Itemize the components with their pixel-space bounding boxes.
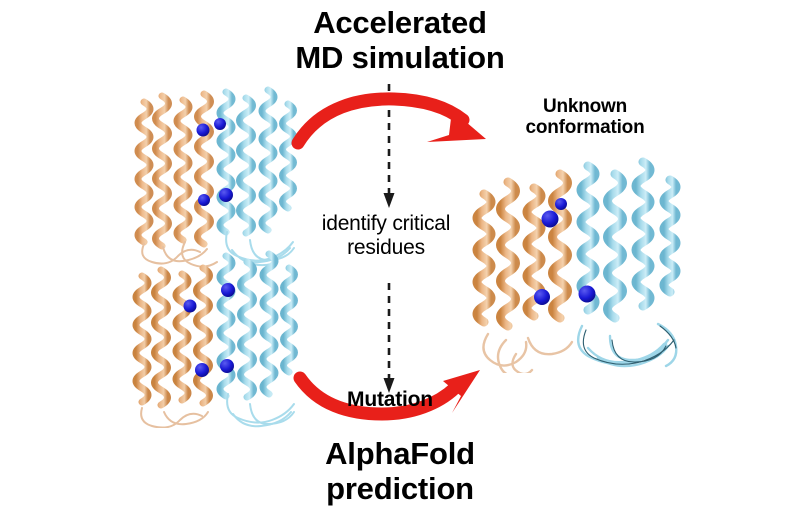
dashed-arrow-lower bbox=[383, 283, 395, 393]
title-alphafold-prediction: AlphaFold prediction bbox=[325, 436, 475, 506]
chain-tan bbox=[132, 264, 213, 428]
protein-structure-unknown-conformation bbox=[472, 157, 681, 373]
chain-blue bbox=[216, 250, 298, 428]
label-identify-critical-residues: identify critical residues bbox=[321, 212, 451, 259]
chain-tan bbox=[134, 90, 218, 268]
mutation-arrow bbox=[293, 370, 480, 421]
residue-markers bbox=[183, 283, 235, 377]
chain-blue bbox=[576, 157, 681, 368]
protein-structure-initial-1 bbox=[134, 86, 297, 268]
md-simulation-arrow bbox=[291, 92, 486, 150]
chain-blue bbox=[216, 86, 297, 267]
residue-markers bbox=[196, 118, 233, 206]
protein-structure-initial-2 bbox=[132, 250, 298, 428]
residue-markers bbox=[534, 198, 596, 305]
label-mutation: Mutation bbox=[347, 388, 433, 411]
label-unknown-conformation: Unknown conformation bbox=[525, 96, 645, 139]
title-accelerated-md-simulation: Accelerated MD simulation bbox=[295, 5, 505, 75]
chain-tan bbox=[472, 169, 574, 373]
